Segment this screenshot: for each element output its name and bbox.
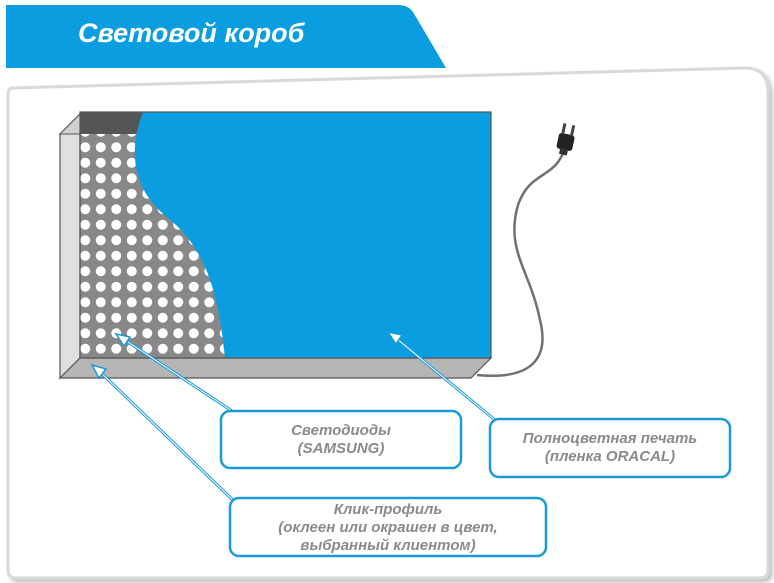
- callout-profile-line2: (оклеен или окрашен в цвет,: [278, 519, 498, 536]
- callout-profile-line1: Клик-профиль: [333, 501, 443, 518]
- callout-leds-line1: Светодиоды: [291, 422, 391, 439]
- frame-bottom: [58, 357, 493, 379]
- callout-box-print: [488, 417, 732, 479]
- page-title: Световой короб: [78, 18, 305, 48]
- callout-leds-line2: (SAMSUNG): [297, 440, 385, 457]
- frame-side: [59, 112, 81, 380]
- callout-profile: Клик-профиль (оклеен или окрашен в цвет,…: [230, 501, 546, 555]
- callout-print-line1: Полноцветная печать: [522, 430, 698, 447]
- leader-print: [386, 330, 496, 422]
- power-plug-icon: [556, 123, 576, 156]
- dark-top-strip: [80, 112, 150, 134]
- power-cable: [476, 147, 567, 377]
- callout-print: Полноцветная печать (пленка ORACAL): [490, 430, 730, 466]
- leader-leds: [114, 332, 233, 413]
- title-banner: [6, 5, 446, 68]
- callout-profile-line3: выбранный клиентом): [300, 537, 476, 554]
- leader-profile: [90, 363, 240, 507]
- callout-leds: Светодиоды (SAMSUNG): [221, 422, 461, 458]
- print-film: [134, 112, 491, 358]
- callout-box-leds: [219, 409, 463, 470]
- callout-box-profile: [228, 496, 548, 558]
- callout-print-line2: (пленка ORACAL): [544, 448, 676, 465]
